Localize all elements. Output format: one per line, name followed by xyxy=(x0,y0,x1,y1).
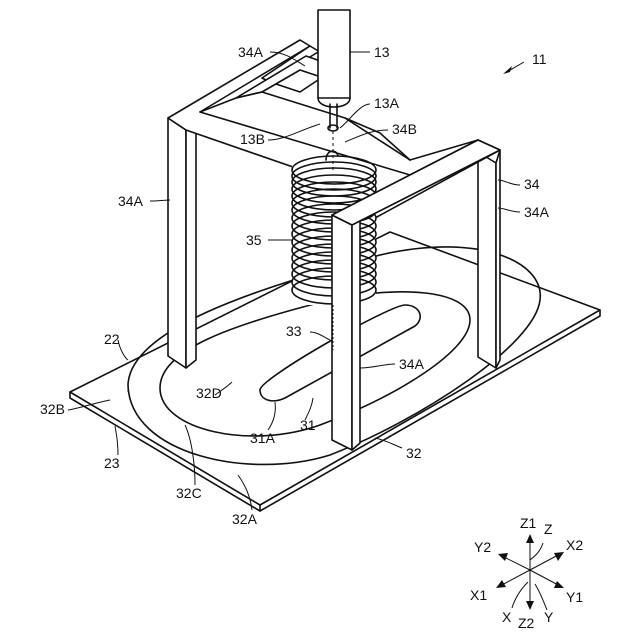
label-13: 13 xyxy=(374,44,390,60)
axis-label-Z2: Z2 xyxy=(518,615,535,631)
axis-label-X2: X2 xyxy=(566,537,583,553)
label-32C: 32C xyxy=(176,485,202,501)
axis-label-X1: X1 xyxy=(470,587,487,603)
axis-label-Y1: Y1 xyxy=(566,589,583,605)
frame-left-column xyxy=(168,118,196,368)
label-31A: 31A xyxy=(250,430,276,446)
axis-label-Y: Y xyxy=(544,609,554,625)
axis-label-Z1: Z1 xyxy=(520,515,537,531)
label-34: 34 xyxy=(524,176,540,192)
axis-label-Y2: Y2 xyxy=(474,539,491,555)
coordinate-axes: Z1 Z Y2 X2 X1 Y1 X Z2 Y xyxy=(470,515,583,631)
label-13A: 13A xyxy=(374,95,400,111)
label-34A-right: 34A xyxy=(524,204,550,220)
label-33: 33 xyxy=(286,323,302,339)
frame-right-column xyxy=(478,150,500,368)
label-32B: 32B xyxy=(40,401,65,417)
label-32A: 32A xyxy=(232,511,258,527)
label-31: 31 xyxy=(300,417,316,433)
axis-label-X: X xyxy=(502,609,512,625)
label-11: 11 xyxy=(532,51,547,67)
label-13B: 13B xyxy=(240,131,265,147)
label-23: 23 xyxy=(104,455,120,471)
label-34B: 34B xyxy=(392,121,417,137)
label-34A-top: 34A xyxy=(238,44,264,60)
axis-label-Z: Z xyxy=(544,521,553,537)
label-34A-left: 34A xyxy=(118,193,144,209)
label-35: 35 xyxy=(246,232,262,248)
nozzle xyxy=(318,10,350,170)
label-34A-front: 34A xyxy=(399,356,425,372)
label-32D: 32D xyxy=(196,385,222,401)
label-22: 22 xyxy=(104,331,120,347)
label-32: 32 xyxy=(406,445,422,461)
